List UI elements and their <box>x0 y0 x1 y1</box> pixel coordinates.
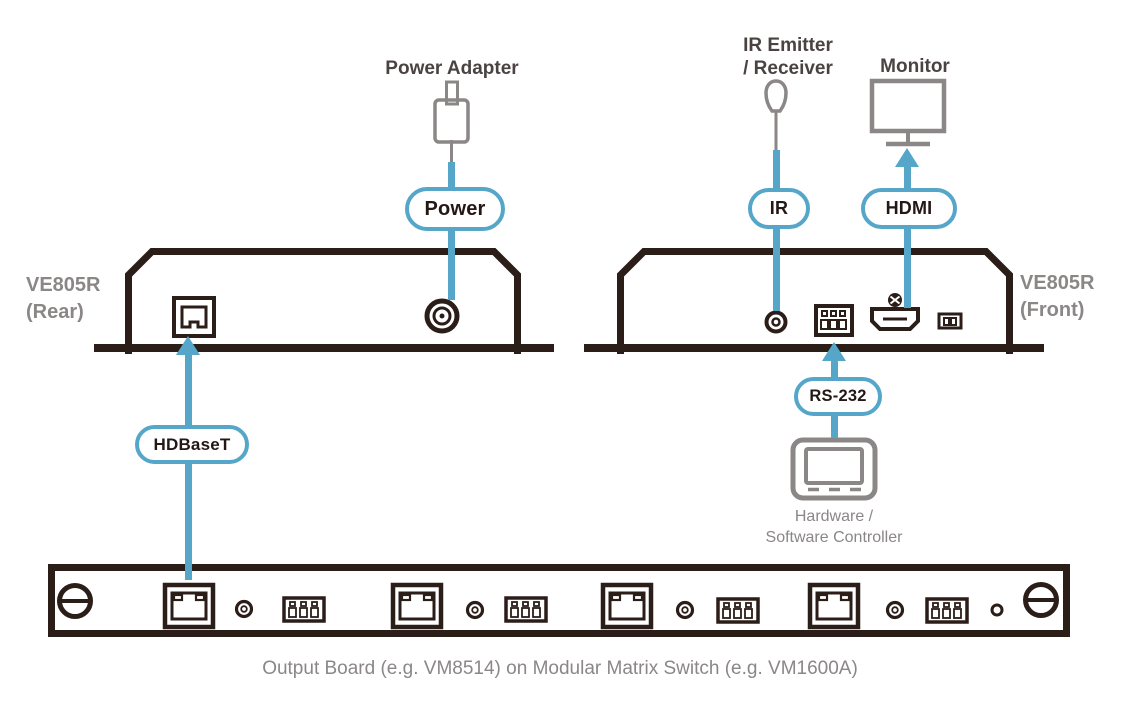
hdbaset-cable-line <box>184 354 192 580</box>
rack-panel <box>48 564 1070 637</box>
device-right-view: (Front) <box>1020 299 1085 321</box>
rack-rj45-port-4 <box>807 582 861 630</box>
controller-label: Hardware / Software Controller <box>714 506 954 548</box>
rs232-arrowhead <box>822 342 846 361</box>
rack-ir-jack-1 <box>234 599 254 619</box>
rack-rj45-port-3 <box>600 582 654 630</box>
device-left-baseline <box>94 344 554 352</box>
hdbaset-arrowhead <box>176 336 200 355</box>
power-pill: Power <box>405 187 505 231</box>
rack-terminal-port-1 <box>282 596 326 623</box>
rack-screw-right-icon <box>1023 582 1059 618</box>
hdbaset-pill: HDBaseT <box>135 425 249 464</box>
power-cable-line <box>447 162 455 300</box>
firmware-port <box>937 312 963 330</box>
ir-pill-label: IR <box>769 198 789 218</box>
hdmi-pill-label: HDMI <box>885 198 933 218</box>
rack-terminal-port-2 <box>504 596 548 623</box>
device-right-label: VE805R (Front) <box>1020 270 1095 324</box>
controller-icon <box>790 437 878 501</box>
ir-cable-line <box>772 150 780 311</box>
rack-rj45-port-1 <box>162 582 216 630</box>
rack-screw-left-icon <box>57 583 93 619</box>
rs232-terminal-port <box>814 304 854 337</box>
device-right-baseline <box>584 344 1044 352</box>
rack-ir-jack-3 <box>675 600 695 620</box>
rack-terminal-port-3 <box>716 597 760 624</box>
device-left-label: VE805R (Rear) <box>26 272 101 326</box>
power-pill-label: Power <box>424 197 486 220</box>
controller-label-line2: Software Controller <box>765 529 903 546</box>
device-right-name: VE805R <box>1020 272 1095 294</box>
ir-emitter-label: IR Emitter / Receiver <box>688 34 888 80</box>
ir-pill: IR <box>748 188 810 229</box>
rack-rj45-port-2 <box>390 582 444 630</box>
hdbaset-pill-label: HDBaseT <box>153 434 231 454</box>
ir-emitter-label-line2: / Receiver <box>743 58 833 79</box>
rack-ir-jack-2 <box>465 600 485 620</box>
rack-led-indicator <box>990 603 1004 617</box>
power-adapter-plug-icon <box>433 80 470 144</box>
hdbaset-rj45-port <box>172 296 216 338</box>
device-left-name: VE805R <box>26 274 101 296</box>
monitor-icon <box>869 78 947 147</box>
hdmi-cable-line <box>903 166 911 308</box>
rack-ir-jack-4 <box>885 600 905 620</box>
hdmi-arrowhead <box>895 148 919 167</box>
rs232-pill-label: RS-232 <box>809 387 867 405</box>
monitor-label: Monitor <box>880 56 950 77</box>
power-adapter-wire <box>450 140 453 164</box>
rack-terminal-port-4 <box>925 597 969 624</box>
power-jack-port <box>424 298 460 334</box>
controller-label-line1: Hardware / <box>794 508 874 525</box>
ir-emitter-label-line1: IR Emitter <box>743 35 833 56</box>
device-right-outline <box>617 248 1013 354</box>
hdmi-pill: HDMI <box>861 188 957 229</box>
screw-icon <box>888 293 902 307</box>
device-left-view: (Rear) <box>26 301 84 323</box>
ir-emitter-icon <box>764 79 788 150</box>
ir-jack-port <box>764 310 788 334</box>
rack-caption: Output Board (e.g. VM8514) on Modular Ma… <box>262 658 858 679</box>
rs232-pill: RS-232 <box>794 377 882 416</box>
device-left-outline <box>125 248 521 354</box>
power-adapter-label: Power Adapter <box>385 58 519 79</box>
hdmi-port <box>870 307 920 331</box>
